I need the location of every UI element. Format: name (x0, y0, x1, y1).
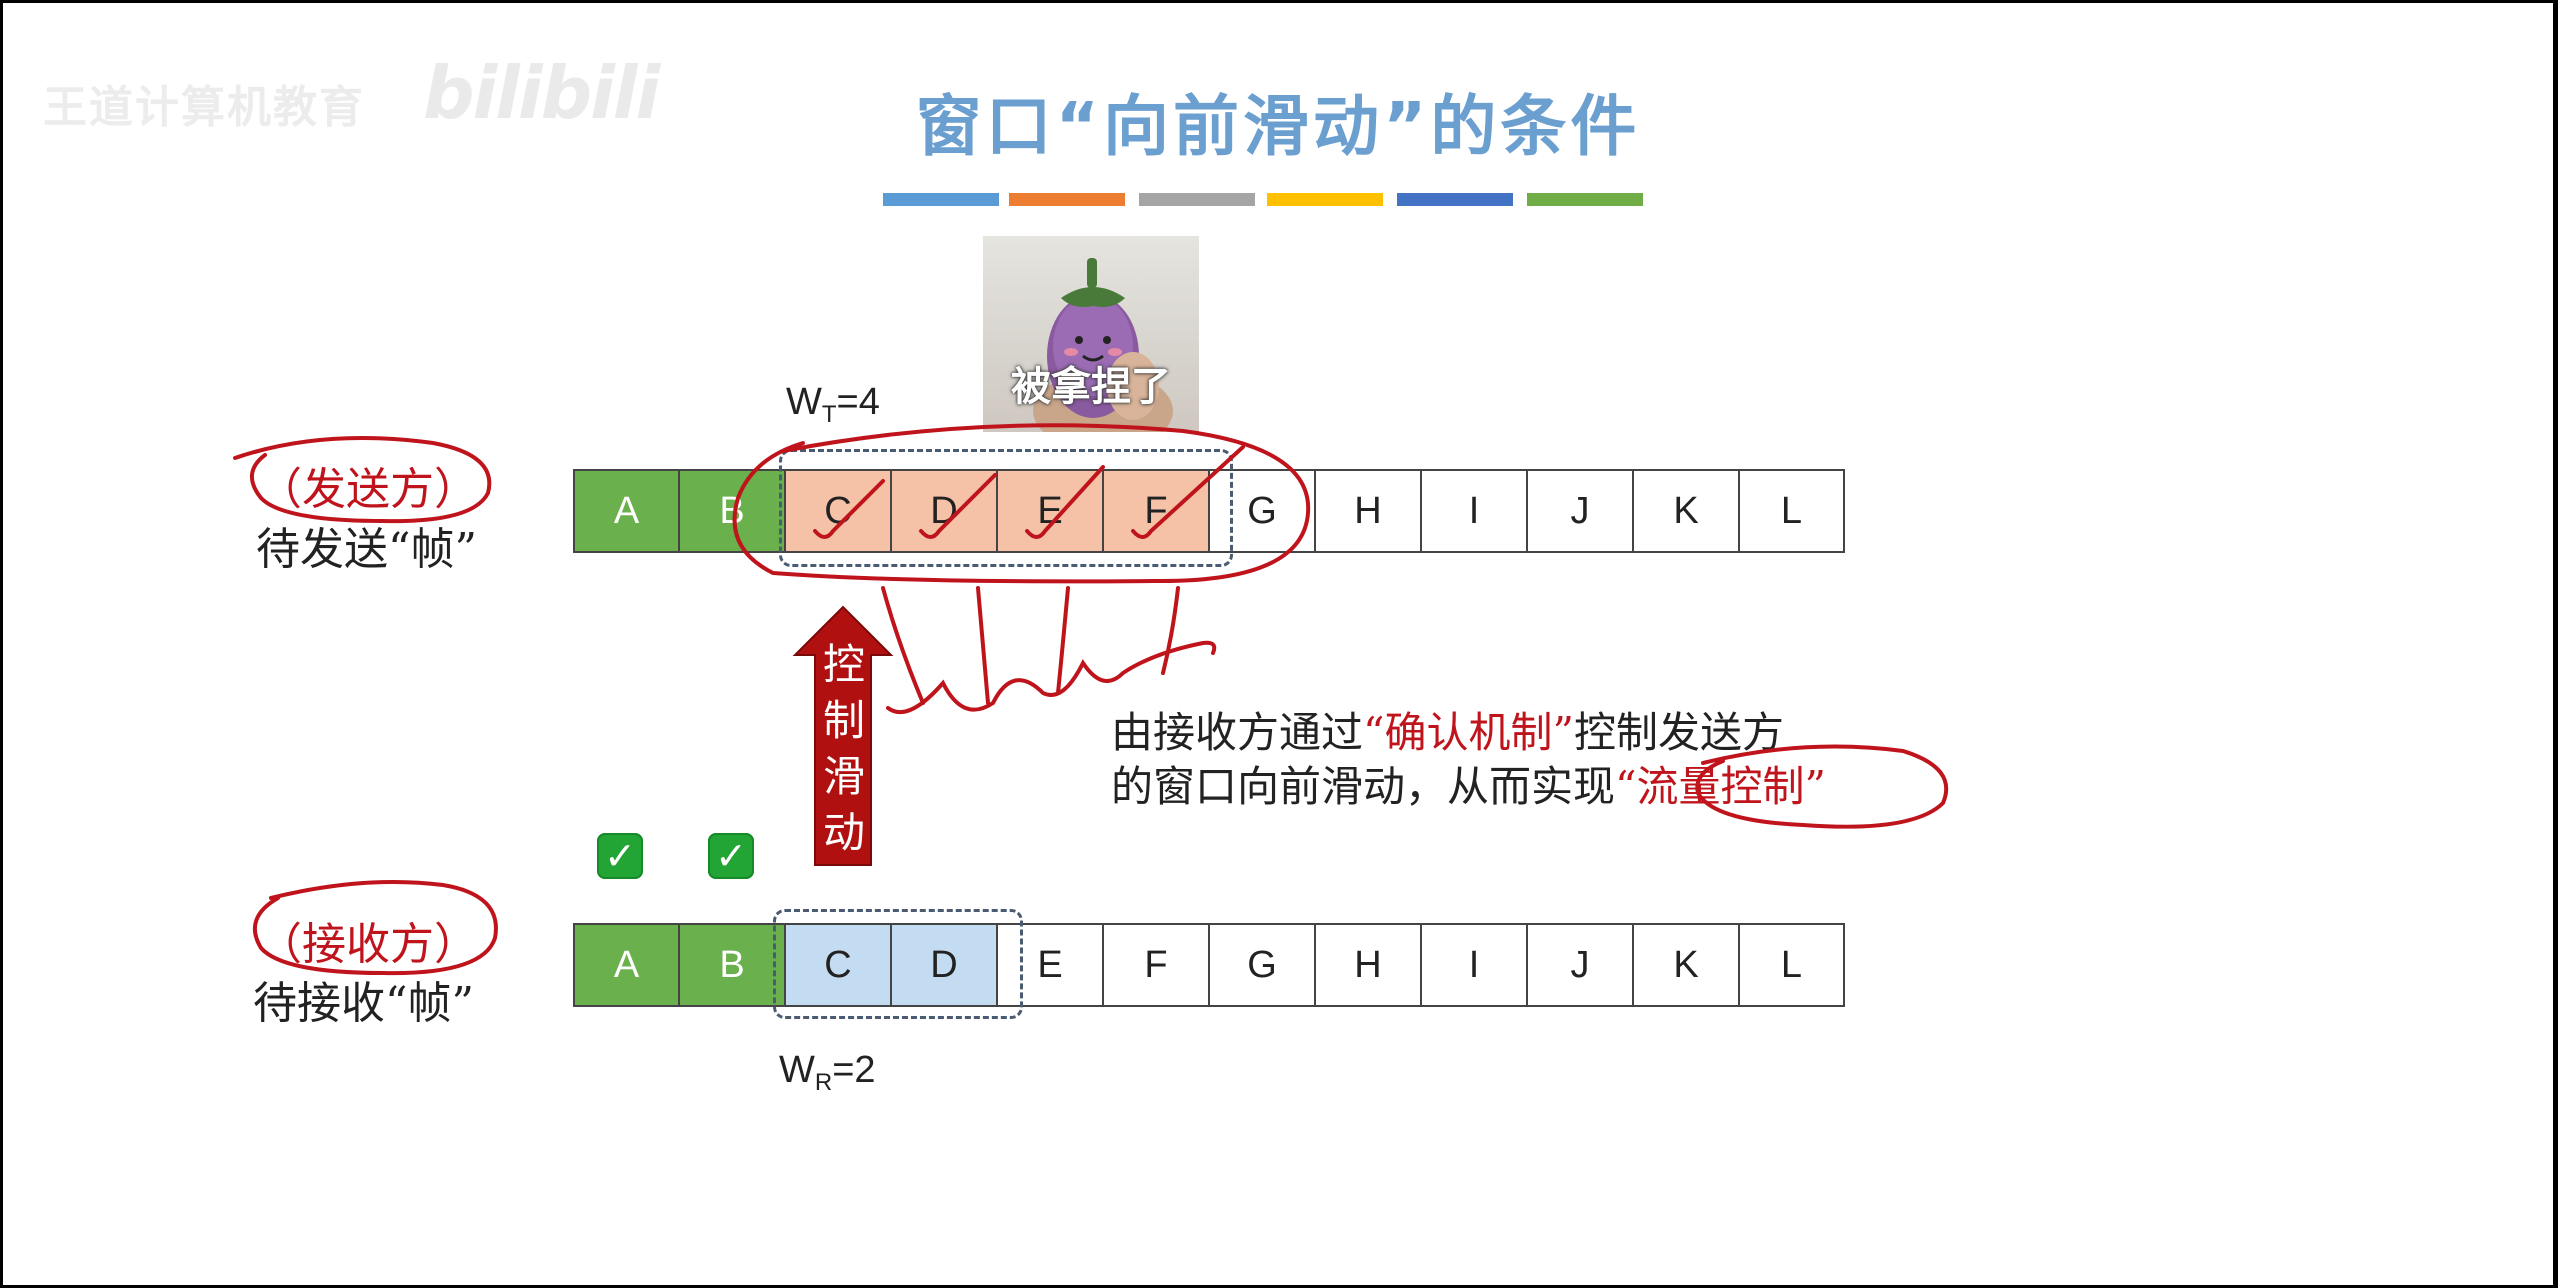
slide-title: 窗口“向前滑动”的条件 (915, 88, 1641, 165)
sender-frame-h: H (1315, 469, 1421, 553)
sender-window-label: WT=4 (786, 381, 880, 428)
eggplant-plush-icon (1033, 258, 1173, 432)
receiver-role-label: （接收方） (258, 919, 478, 970)
sender-label: 待发送“帧” (256, 524, 477, 575)
receiver-frame-f: F (1103, 923, 1209, 1007)
bilibili-logo: bilibili (423, 51, 660, 135)
receiver-window-label: WR=2 (779, 1049, 876, 1096)
sender-frame-l: L (1739, 469, 1845, 553)
explanation-line-2: 的窗口向前滑动，从而实现“流量控制” (1111, 762, 1826, 811)
title-color-bar (1397, 193, 1513, 206)
title-color-bar (1009, 193, 1125, 206)
sender-role-label: （发送方） (258, 464, 478, 515)
ack-arrow-e (1056, 586, 1070, 695)
receiver-frame-l: L (1739, 923, 1845, 1007)
control-slide-arrow-label: 控 制 滑 动 (822, 640, 865, 857)
receiver-window-box (773, 909, 1023, 1019)
receiver-frame-g: G (1209, 923, 1315, 1007)
sender-frame-k: K (1633, 469, 1739, 553)
watermark-text: 王道计算机教育 (43, 82, 365, 133)
receiver-frame-e: E (997, 923, 1103, 1007)
receiver-frame-b: B (679, 923, 785, 1007)
sender-frame-i: I (1421, 469, 1527, 553)
receiver-label: 待接收“帧” (253, 978, 474, 1029)
explanation-line-1: 由接收方通过“确认机制”控制发送方 (1111, 708, 1784, 757)
slide: 王道计算机教育 bilibili 窗口“向前滑动”的条件 被拿捏了 WT=4 （… (3, 3, 2553, 1285)
meme-image: 被拿捏了 (983, 236, 1199, 432)
title-color-bar (1527, 193, 1643, 206)
receiver-frame-c: C (785, 923, 891, 1007)
receiver-frame-a: A (573, 923, 679, 1007)
sender-frame-b: B (679, 469, 785, 553)
received-check-b: ✓ (708, 833, 754, 879)
sender-window-box (779, 449, 1233, 567)
title-color-bar (1267, 193, 1383, 206)
receiver-frame-h: H (1315, 923, 1421, 1007)
receiver-frame-k: K (1633, 923, 1739, 1007)
receiver-frame-i: I (1421, 923, 1527, 1007)
title-color-bar (883, 193, 999, 206)
ack-arrow-d (976, 586, 990, 705)
ack-arrow-c (881, 586, 925, 705)
ack-arrow-f (1161, 586, 1180, 675)
received-check-a: ✓ (597, 833, 643, 879)
receiver-frame-j: J (1527, 923, 1633, 1007)
sender-frame-a: A (573, 469, 679, 553)
title-color-bar (1139, 193, 1255, 206)
meme-caption: 被拿捏了 (1011, 364, 1171, 410)
receiver-frame-d: D (891, 923, 997, 1007)
sender-frame-j: J (1527, 469, 1633, 553)
